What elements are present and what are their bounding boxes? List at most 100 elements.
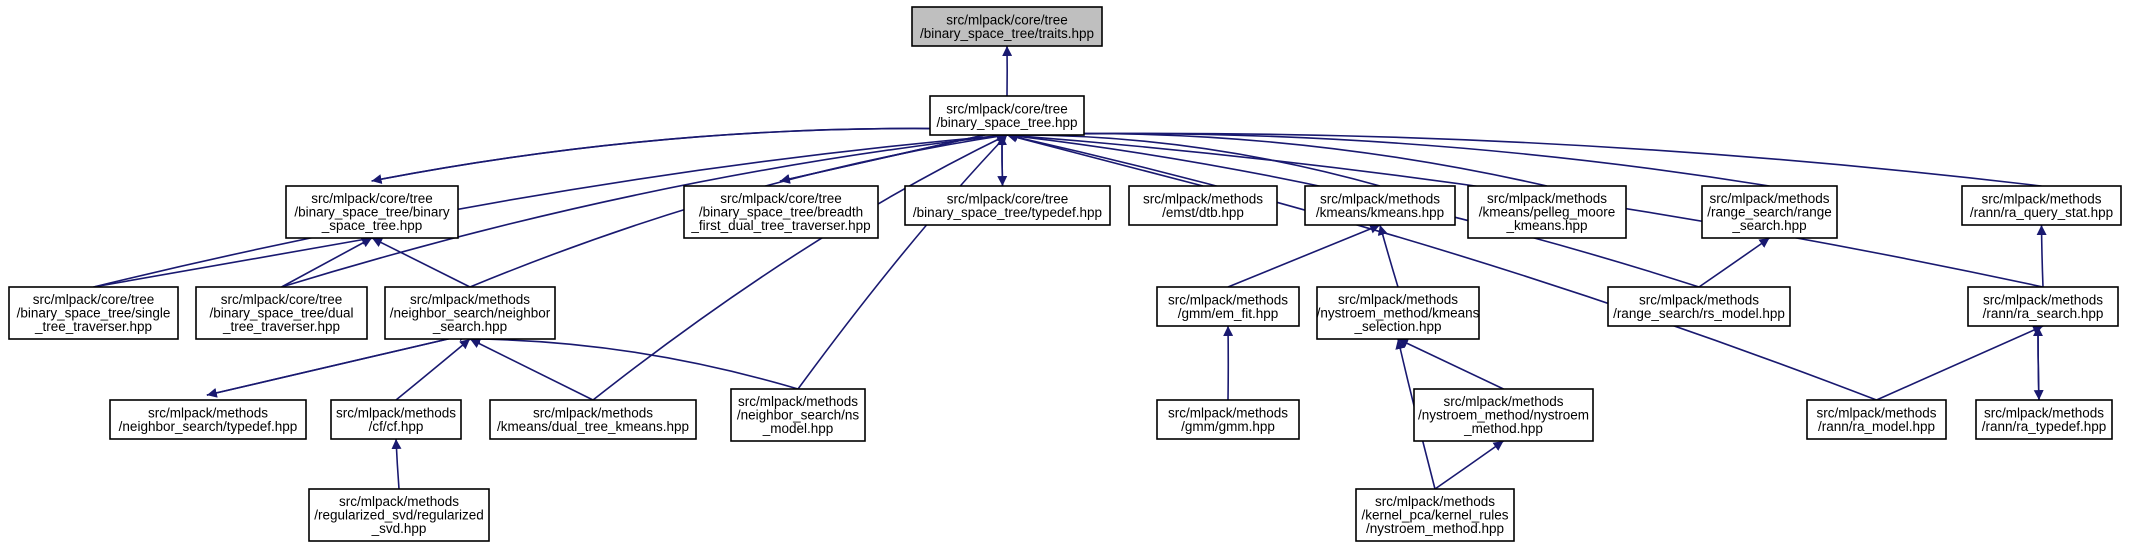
- node-ns-typedef[interactable]: src/mlpack/methods/neighbor_search/typed…: [109, 399, 307, 440]
- node-box[interactable]: [1156, 399, 1300, 440]
- node-typedef-bst[interactable]: src/mlpack/core/tree/binary_space_tree/t…: [904, 185, 1111, 226]
- node-box[interactable]: [330, 399, 462, 440]
- node-label-line: /emst/dtb.hpp: [1162, 205, 1244, 220]
- edge-bst_binary-to-bst: [371, 124, 1007, 182]
- node-box[interactable]: [1975, 399, 2113, 440]
- node-dual[interactable]: src/mlpack/core/tree/binary_space_tree/d…: [195, 286, 368, 340]
- node-box[interactable]: [1961, 185, 2122, 226]
- node-box[interactable]: [1413, 388, 1594, 442]
- node-dual-kmeans[interactable]: src/mlpack/methods/kmeans/dual_tree_kmea…: [489, 399, 697, 440]
- node-nystroem-sel[interactable]: src/mlpack/methods/nystroem_method/kmean…: [1316, 286, 1480, 340]
- node-box[interactable]: [1156, 286, 1300, 327]
- node-box[interactable]: [1355, 488, 1515, 542]
- node-breadth[interactable]: src/mlpack/core/tree/binary_space_tree/b…: [683, 185, 879, 239]
- node-ra-query[interactable]: src/mlpack/methods/rann/ra_query_stat.hp…: [1961, 185, 2122, 226]
- node-box[interactable]: [1607, 286, 1791, 327]
- node-label-line: src/mlpack/methods: [1320, 191, 1440, 206]
- node-ns-model[interactable]: src/mlpack/methods/neighbor_search/ns_mo…: [730, 388, 866, 442]
- node-box[interactable]: [195, 286, 368, 340]
- node-label-line: src/mlpack/methods: [1984, 405, 2104, 420]
- node-ns[interactable]: src/mlpack/methods/neighbor_search/neigh…: [384, 286, 556, 340]
- node-label-line: _method.hpp: [1463, 421, 1543, 436]
- node-box[interactable]: [8, 286, 179, 340]
- node-svd[interactable]: src/mlpack/methods/regularized_svd/regul…: [308, 488, 490, 542]
- edge-emfit-to-kmeans: [1227, 224, 1381, 288]
- edge-bst-to-bst_binary: [371, 127, 1007, 185]
- node-nystroem[interactable]: src/mlpack/methods/nystroem_method/nystr…: [1413, 388, 1594, 442]
- node-label-line: _tree_traverser.hpp: [222, 319, 340, 334]
- node-traits[interactable]: src/mlpack/core/tree/binary_space_tree/t…: [911, 6, 1103, 47]
- node-label-line: /binary_space_tree/single: [17, 306, 171, 321]
- node-box[interactable]: [308, 488, 490, 542]
- edge-ns_model-to-bst: [797, 134, 1008, 390]
- node-rs-model[interactable]: src/mlpack/methods/range_search/rs_model…: [1607, 286, 1791, 327]
- node-pelleg[interactable]: src/mlpack/methods/kmeans/pelleg_moore_k…: [1467, 185, 1627, 239]
- edge-ns-to-bst_binary: [371, 237, 471, 288]
- node-emfit[interactable]: src/mlpack/methods/gmm/em_fit.hpp: [1156, 286, 1300, 327]
- node-box[interactable]: [489, 399, 697, 440]
- node-box[interactable]: [285, 185, 459, 239]
- edge-cf-to-ns: [395, 338, 471, 401]
- node-box[interactable]: [109, 399, 307, 440]
- node-label-line: src/mlpack/methods: [1487, 191, 1607, 206]
- node-label-line: src/mlpack/methods: [1168, 292, 1288, 307]
- node-box[interactable]: [1304, 185, 1456, 226]
- node-label-line: /range_search/range: [1707, 205, 1832, 220]
- node-box[interactable]: [1316, 286, 1480, 340]
- edge-ra_query-to-bst: [1006, 129, 2042, 187]
- node-label-line: src/mlpack/methods: [533, 405, 653, 420]
- node-label-line: src/mlpack/methods: [1443, 394, 1563, 409]
- node-label-line: /rann/ra_query_stat.hpp: [1970, 205, 2113, 220]
- node-box[interactable]: [1128, 185, 1278, 226]
- node-gmm[interactable]: src/mlpack/methods/gmm/gmm.hpp: [1156, 399, 1300, 440]
- node-cf[interactable]: src/mlpack/methods/cf/cf.hpp: [330, 399, 462, 440]
- edge-single-to-bst_binary: [93, 234, 373, 288]
- node-box[interactable]: [911, 6, 1103, 47]
- node-box[interactable]: [1806, 399, 1947, 440]
- node-label-line: /gmm/em_fit.hpp: [1178, 306, 1279, 321]
- node-bst-binary[interactable]: src/mlpack/core/tree/binary_space_tree/b…: [285, 185, 459, 239]
- edge-nystroem_sel-to-kmeans: [1377, 224, 1399, 288]
- node-box[interactable]: [929, 95, 1085, 136]
- edge-dual_kmeans-to-ns: [469, 338, 594, 401]
- node-single[interactable]: src/mlpack/core/tree/binary_space_tree/s…: [8, 286, 179, 340]
- node-label-line: /nystroem_method.hpp: [1366, 521, 1504, 536]
- node-emst[interactable]: src/mlpack/methods/emst/dtb.hpp: [1128, 185, 1278, 226]
- node-box[interactable]: [730, 388, 866, 442]
- node-range[interactable]: src/mlpack/methods/range_search/range_se…: [1701, 185, 1838, 239]
- node-box[interactable]: [904, 185, 1111, 226]
- node-kernel-rules[interactable]: src/mlpack/methods/kernel_pca/kernel_rul…: [1355, 488, 1515, 542]
- node-label-line: /nystroem_method/nystroem: [1418, 408, 1589, 423]
- node-box[interactable]: [384, 286, 556, 340]
- node-label-line: /neighbor_search/typedef.hpp: [119, 419, 298, 434]
- node-label-line: /kernel_pca/kernel_rules: [1361, 508, 1508, 523]
- node-label-line: /binary_space_tree/binary: [294, 205, 450, 220]
- edge-range-to-bst: [1006, 129, 1770, 187]
- node-label-line: src/mlpack/core/tree: [720, 191, 842, 206]
- node-ra-model[interactable]: src/mlpack/methods/rann/ra_model.hpp: [1806, 399, 1947, 440]
- node-label-line: /rann/ra_typedef.hpp: [1982, 419, 2107, 434]
- node-label-line: src/mlpack/methods: [1981, 191, 2101, 206]
- node-box[interactable]: [1701, 185, 1838, 239]
- node-ra-search[interactable]: src/mlpack/methods/rann/ra_search.hpp: [1967, 286, 2119, 327]
- node-label-line: src/mlpack/methods: [410, 292, 530, 307]
- node-label-line: src/mlpack/methods: [1338, 292, 1458, 307]
- node-kmeans[interactable]: src/mlpack/methods/kmeans/kmeans.hpp: [1304, 185, 1456, 226]
- node-label-line: /rann/ra_model.hpp: [1818, 419, 1935, 434]
- node-label-line: src/mlpack/methods: [738, 394, 858, 409]
- node-label-line: /neighbor_search/ns: [737, 408, 860, 423]
- edge-kernel_rules-to-nystroem: [1434, 440, 1504, 490]
- node-label-line: src/mlpack/methods: [1639, 292, 1759, 307]
- node-label-line: /binary_space_tree/breadth: [699, 205, 863, 220]
- edge-ns_model-to-ns: [469, 334, 799, 390]
- node-bst[interactable]: src/mlpack/core/tree/binary_space_tree.h…: [929, 95, 1085, 136]
- node-box[interactable]: [1467, 185, 1627, 239]
- node-label-line: /cf/cf.hpp: [369, 419, 424, 434]
- edge-ra_search-to-ra_typedef: [2033, 326, 2044, 401]
- edge-emst-to-bst: [1006, 132, 1204, 187]
- node-ra-typedef[interactable]: src/mlpack/methods/rann/ra_typedef.hpp: [1975, 399, 2113, 440]
- node-box[interactable]: [683, 185, 879, 239]
- node-label-line: /gmm/gmm.hpp: [1181, 419, 1275, 434]
- node-box[interactable]: [1967, 286, 2119, 327]
